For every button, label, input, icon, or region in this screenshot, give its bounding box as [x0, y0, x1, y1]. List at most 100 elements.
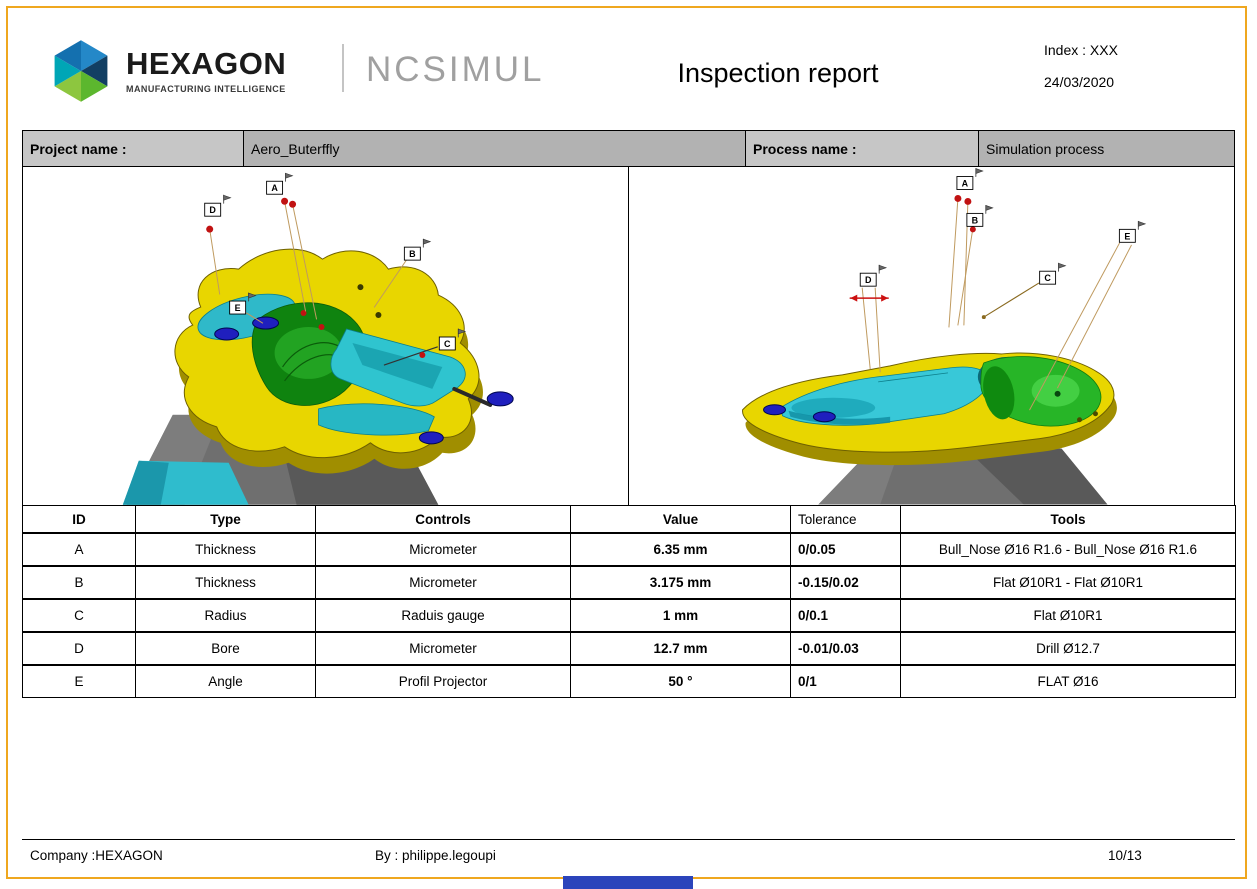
cell-tools: Drill Ø12.7 — [900, 631, 1236, 666]
cell-value: 3.175 mm — [570, 565, 791, 600]
machined-part — [174, 248, 514, 474]
report-header: HEXAGON MANUFACTURING INTELLIGENCE NCSIM… — [8, 8, 1245, 130]
col-header-controls: Controls — [315, 505, 571, 534]
cell-id: A — [22, 532, 136, 567]
label-c: C — [444, 339, 451, 349]
cell-controls: Micrometer — [315, 565, 571, 600]
cell-id: E — [22, 664, 136, 698]
views-area: A D B — [22, 167, 1235, 505]
annotation-d: D — [849, 264, 889, 373]
cell-tolerance: 0/0.05 — [790, 532, 901, 567]
annotation-a: A — [948, 168, 984, 328]
label-e: E — [1124, 231, 1130, 241]
col-header-type: Type — [135, 505, 316, 534]
label-c: C — [1044, 273, 1051, 283]
cell-value: 12.7 mm — [570, 631, 791, 666]
flag-icon — [457, 328, 467, 335]
cad-view-right: A B — [742, 168, 1147, 505]
process-name-value: Simulation process — [979, 131, 1234, 166]
inspection-table: ID Type Controls Value Tolerance Tools A… — [22, 505, 1236, 698]
header-meta: Index : XXX 24/03/2020 — [1044, 42, 1118, 90]
label-a: A — [962, 178, 969, 188]
footer-page-number: 10/13 — [1108, 848, 1142, 863]
flag-icon — [975, 168, 984, 174]
brand-separator — [342, 44, 344, 92]
cell-type: Thickness — [135, 532, 316, 567]
cell-tools: Flat Ø10R1 - Flat Ø10R1 — [900, 565, 1236, 600]
cell-id: C — [22, 598, 136, 633]
hexagon-logo-icon — [54, 40, 108, 102]
flag-icon — [285, 172, 294, 179]
probe-point — [300, 310, 307, 317]
cell-value: 50 ° — [570, 664, 791, 698]
table-header-row: ID Type Controls Value Tolerance Tools — [22, 505, 1236, 534]
process-name-label: Process name : — [746, 131, 979, 166]
cell-controls: Profil Projector — [315, 664, 571, 698]
table-row: C Radius Raduis gauge 1 mm 0/0.1 Flat Ø1… — [22, 598, 1236, 633]
label-b: B — [409, 249, 416, 259]
brand-subtitle: MANUFACTURING INTELLIGENCE — [126, 84, 286, 94]
bottom-accent-bar — [563, 876, 693, 889]
brand-name: HEXAGON — [126, 46, 287, 81]
cad-view-left-pane: A D B — [23, 167, 629, 505]
brand-block: HEXAGON MANUFACTURING INTELLIGENCE — [126, 48, 286, 94]
cell-tolerance: 0/1 — [790, 664, 901, 698]
machined-part — [742, 352, 1117, 466]
cell-type: Thickness — [135, 565, 316, 600]
col-header-id: ID — [22, 505, 136, 534]
table-row: B Thickness Micrometer 3.175 mm -0.15/0.… — [22, 565, 1236, 600]
flag-icon — [248, 292, 257, 299]
label-a: A — [271, 183, 278, 193]
index-value: Index : XXX — [1044, 42, 1118, 58]
cell-type: Bore — [135, 631, 316, 666]
flag-icon — [985, 205, 994, 211]
hole-markers — [763, 404, 836, 423]
table-row: A Thickness Micrometer 6.35 mm 0/0.05 Bu… — [22, 532, 1236, 567]
annotation-b: B — [957, 204, 994, 326]
cell-value: 1 mm — [570, 598, 791, 633]
cad-view-left: A D B — [122, 172, 514, 505]
product-name: NCSIMUL — [366, 50, 545, 89]
probe-point — [318, 324, 325, 331]
footer-author: By : philippe.legoupi — [375, 848, 496, 863]
annotation-e: E — [1029, 220, 1147, 411]
table-row: E Angle Profil Projector 50 ° 0/1 FLAT Ø… — [22, 664, 1236, 698]
flag-icon — [1058, 262, 1067, 269]
cell-value: 6.35 mm — [570, 532, 791, 567]
annotation-c: C — [383, 328, 467, 366]
report-footer: Company :HEXAGON By : philippe.legoupi 1… — [22, 839, 1235, 870]
cell-controls: Raduis gauge — [315, 598, 571, 633]
hole-markers — [214, 316, 514, 445]
hexagon-logo-facets — [54, 40, 108, 102]
cell-controls: Micrometer — [315, 631, 571, 666]
report-page: HEXAGON MANUFACTURING INTELLIGENCE NCSIM… — [6, 6, 1247, 879]
flag-icon — [423, 238, 432, 245]
project-name-value: Aero_Buterffly — [244, 131, 746, 166]
cell-tolerance: -0.15/0.02 — [790, 565, 901, 600]
col-header-tolerance: Tolerance — [790, 505, 901, 534]
cell-tolerance: 0/0.1 — [790, 598, 901, 633]
annotation-e: E — [229, 292, 264, 324]
label-e: E — [235, 303, 241, 313]
table-row: D Bore Micrometer 12.7 mm -0.01/0.03 Dri… — [22, 631, 1236, 666]
cad-view-right-pane: A B — [629, 167, 1234, 505]
project-name-label: Project name : — [23, 131, 244, 166]
label-d: D — [209, 205, 216, 215]
cell-id: D — [22, 631, 136, 666]
cell-controls: Micrometer — [315, 532, 571, 567]
annotations-right: A B — [849, 168, 1147, 411]
cell-type: Radius — [135, 598, 316, 633]
annotations-left: A D B — [204, 172, 467, 366]
project-bar: Project name : Aero_Buterffly Process na… — [22, 130, 1235, 167]
cell-tools: Bull_Nose Ø16 R1.6 - Bull_Nose Ø16 R1.6 — [900, 532, 1236, 567]
cell-tolerance: -0.01/0.03 — [790, 631, 901, 666]
report-date: 24/03/2020 — [1044, 74, 1115, 90]
flag-icon — [1138, 220, 1147, 227]
flag-icon — [223, 194, 232, 201]
annotation-d: D — [204, 194, 232, 295]
cell-tools: FLAT Ø16 — [900, 664, 1236, 698]
col-header-value: Value — [570, 505, 791, 534]
col-header-tools: Tools — [900, 505, 1236, 534]
cell-id: B — [22, 565, 136, 600]
annotation-c: C — [981, 262, 1067, 320]
